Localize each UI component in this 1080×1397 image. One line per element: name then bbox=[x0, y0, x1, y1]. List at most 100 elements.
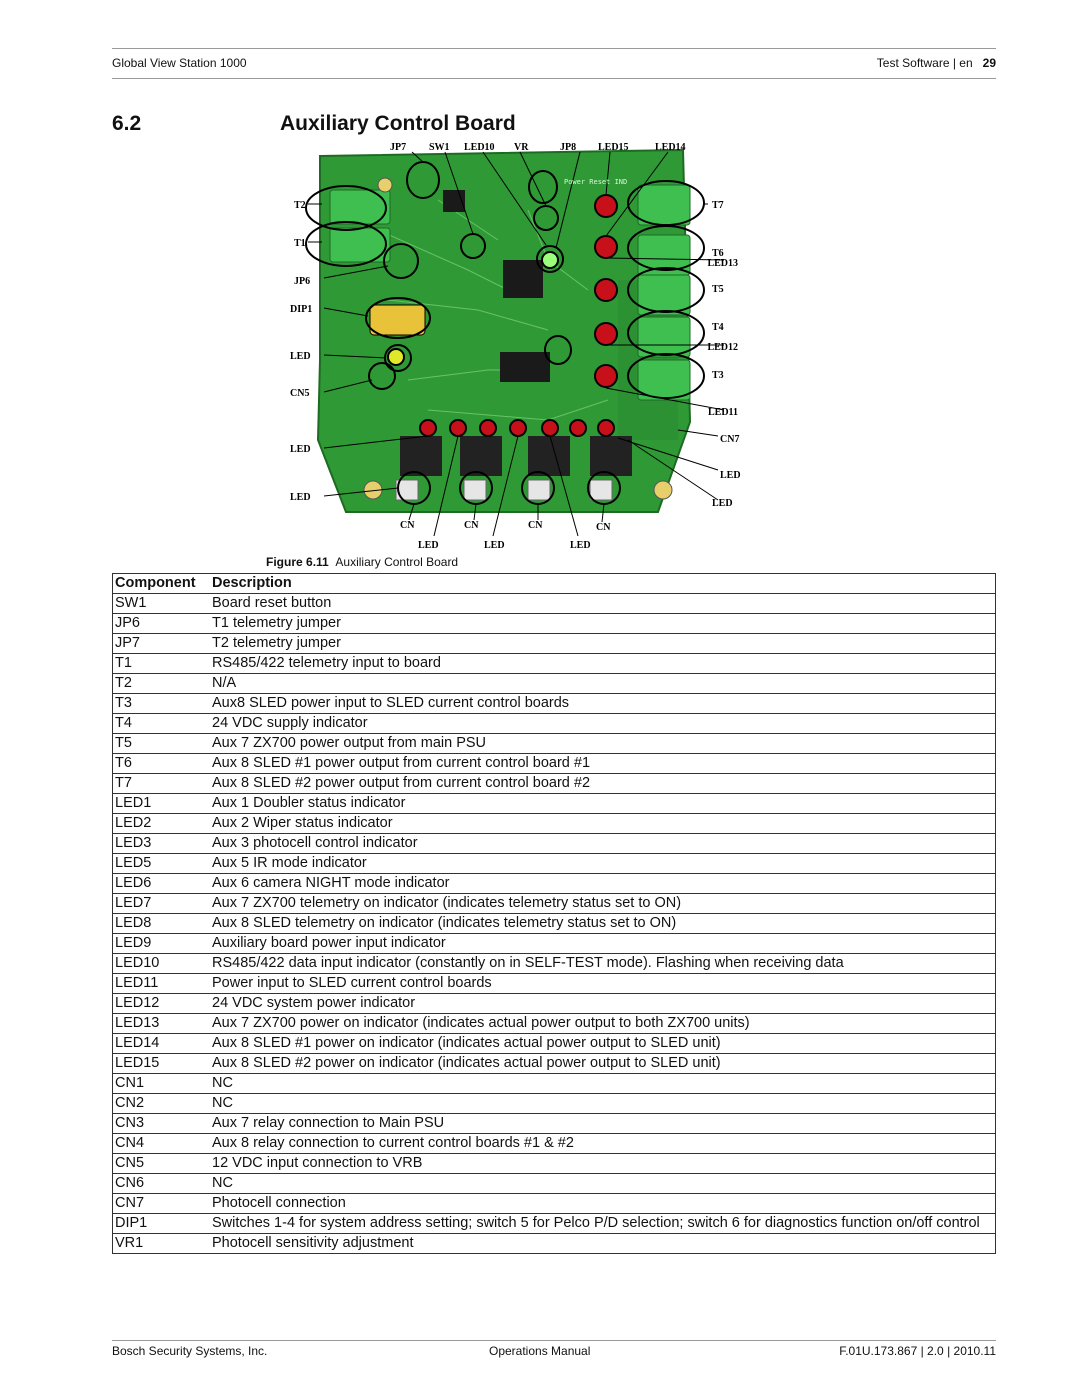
label-jp8: JP8 bbox=[560, 142, 576, 153]
label-cn-bottom-1: CN bbox=[400, 520, 415, 531]
header-bottom-rule bbox=[112, 78, 996, 79]
component-cell: LED8 bbox=[112, 913, 210, 934]
footer-company: Bosch Security Systems, Inc. bbox=[112, 1344, 268, 1358]
label-led10: LED10 bbox=[464, 142, 495, 153]
component-cell: LED9 bbox=[112, 933, 210, 954]
label-led12: LED12 bbox=[707, 342, 738, 353]
table-header-row: Component Description bbox=[112, 573, 996, 594]
label-t7: T7 bbox=[712, 200, 724, 211]
description-cell: Aux 8 SLED #1 power on indicator (indica… bbox=[210, 1033, 996, 1054]
auxiliary-control-board-figure: JP7 SW1 LED10 VR JP8 LED15 LED14 T2 T1 J… bbox=[290, 142, 741, 551]
label-led-bottom-3: LED bbox=[570, 540, 591, 551]
description-cell: Aux 7 ZX700 power on indicator (indicate… bbox=[210, 1013, 996, 1034]
caption-text: Auxiliary Control Board bbox=[335, 555, 459, 569]
component-cell: LED10 bbox=[112, 953, 210, 974]
description-cell: Aux 5 IR mode indicator bbox=[210, 853, 996, 874]
label-cn-bottom-2: CN bbox=[464, 520, 479, 531]
header-doc-title: Global View Station 1000 bbox=[112, 56, 247, 70]
component-cell: LED7 bbox=[112, 893, 210, 914]
label-t6: T6 bbox=[712, 248, 724, 259]
description-cell: Photocell connection bbox=[210, 1193, 996, 1214]
description-cell: Aux 8 SLED #2 power output from current … bbox=[210, 773, 996, 794]
component-cell: CN3 bbox=[112, 1113, 210, 1134]
component-cell: LED2 bbox=[112, 813, 210, 834]
component-cell: T6 bbox=[112, 753, 210, 774]
description-cell: 12 VDC input connection to VRB bbox=[210, 1153, 996, 1174]
label-vr: VR bbox=[514, 142, 529, 153]
label-jp7: JP7 bbox=[390, 142, 406, 153]
description-cell: Power input to SLED current control boar… bbox=[210, 973, 996, 994]
label-t5: T5 bbox=[712, 284, 724, 295]
label-cn5: CN5 bbox=[290, 388, 309, 399]
description-cell: Aux 7 ZX700 power output from main PSU bbox=[210, 733, 996, 754]
component-cell: LED15 bbox=[112, 1053, 210, 1074]
section-title: Auxiliary Control Board bbox=[280, 112, 516, 135]
figure-caption: Figure 6.11 Auxiliary Control Board bbox=[266, 555, 458, 569]
description-cell: Aux 7 ZX700 telemetry on indicator (indi… bbox=[210, 893, 996, 914]
description-cell: T2 telemetry jumper bbox=[210, 633, 996, 654]
description-cell: Aux 2 Wiper status indicator bbox=[210, 813, 996, 834]
component-cell: LED11 bbox=[112, 973, 210, 994]
component-cell: CN6 bbox=[112, 1173, 210, 1194]
label-led-right-2: LED bbox=[712, 498, 733, 509]
label-led-bottom-2: LED bbox=[484, 540, 505, 551]
component-cell: JP6 bbox=[112, 613, 210, 634]
description-cell: T1 telemetry jumper bbox=[210, 613, 996, 634]
description-cell: Aux 8 relay connection to current contro… bbox=[210, 1133, 996, 1154]
component-cell: T5 bbox=[112, 733, 210, 754]
label-cn-bottom-3: CN bbox=[528, 520, 543, 531]
component-cell: LED6 bbox=[112, 873, 210, 894]
footer-rule bbox=[112, 1340, 996, 1341]
description-cell: RS485/422 data input indicator (constant… bbox=[210, 953, 996, 974]
description-cell: Photocell sensitivity adjustment bbox=[210, 1233, 996, 1254]
description-cell: Aux 3 photocell control indicator bbox=[210, 833, 996, 854]
component-cell: CN5 bbox=[112, 1153, 210, 1174]
page-header: Global View Station 1000 Test Software |… bbox=[112, 52, 996, 74]
component-cell: LED12 bbox=[112, 993, 210, 1014]
label-sw1: SW1 bbox=[429, 142, 450, 153]
description-cell: 24 VDC system power indicator bbox=[210, 993, 996, 1014]
column-header-description: Description bbox=[210, 573, 996, 594]
description-cell: Aux8 SLED power input to SLED current co… bbox=[210, 693, 996, 714]
description-cell: Auxiliary board power input indicator bbox=[210, 933, 996, 954]
component-cell: LED5 bbox=[112, 853, 210, 874]
component-cell: CN7 bbox=[112, 1193, 210, 1214]
description-cell: NC bbox=[210, 1073, 996, 1094]
description-cell: NC bbox=[210, 1173, 996, 1194]
label-led15: LED15 bbox=[598, 142, 629, 153]
label-led-left-1: LED bbox=[290, 351, 311, 362]
label-jp6: JP6 bbox=[294, 276, 310, 287]
label-led14: LED14 bbox=[655, 142, 686, 153]
description-cell: RS485/422 telemetry input to board bbox=[210, 653, 996, 674]
label-dip1: DIP1 bbox=[290, 304, 312, 315]
component-cell: CN4 bbox=[112, 1133, 210, 1154]
header-top-rule bbox=[112, 48, 996, 49]
component-cell: LED1 bbox=[112, 793, 210, 814]
component-cell: JP7 bbox=[112, 633, 210, 654]
caption-number: 6.11 bbox=[306, 555, 329, 569]
component-cell: T7 bbox=[112, 773, 210, 794]
label-led11: LED11 bbox=[708, 407, 738, 418]
description-cell: Switches 1-4 for system address setting;… bbox=[210, 1213, 996, 1234]
description-cell: Aux 1 Doubler status indicator bbox=[210, 793, 996, 814]
